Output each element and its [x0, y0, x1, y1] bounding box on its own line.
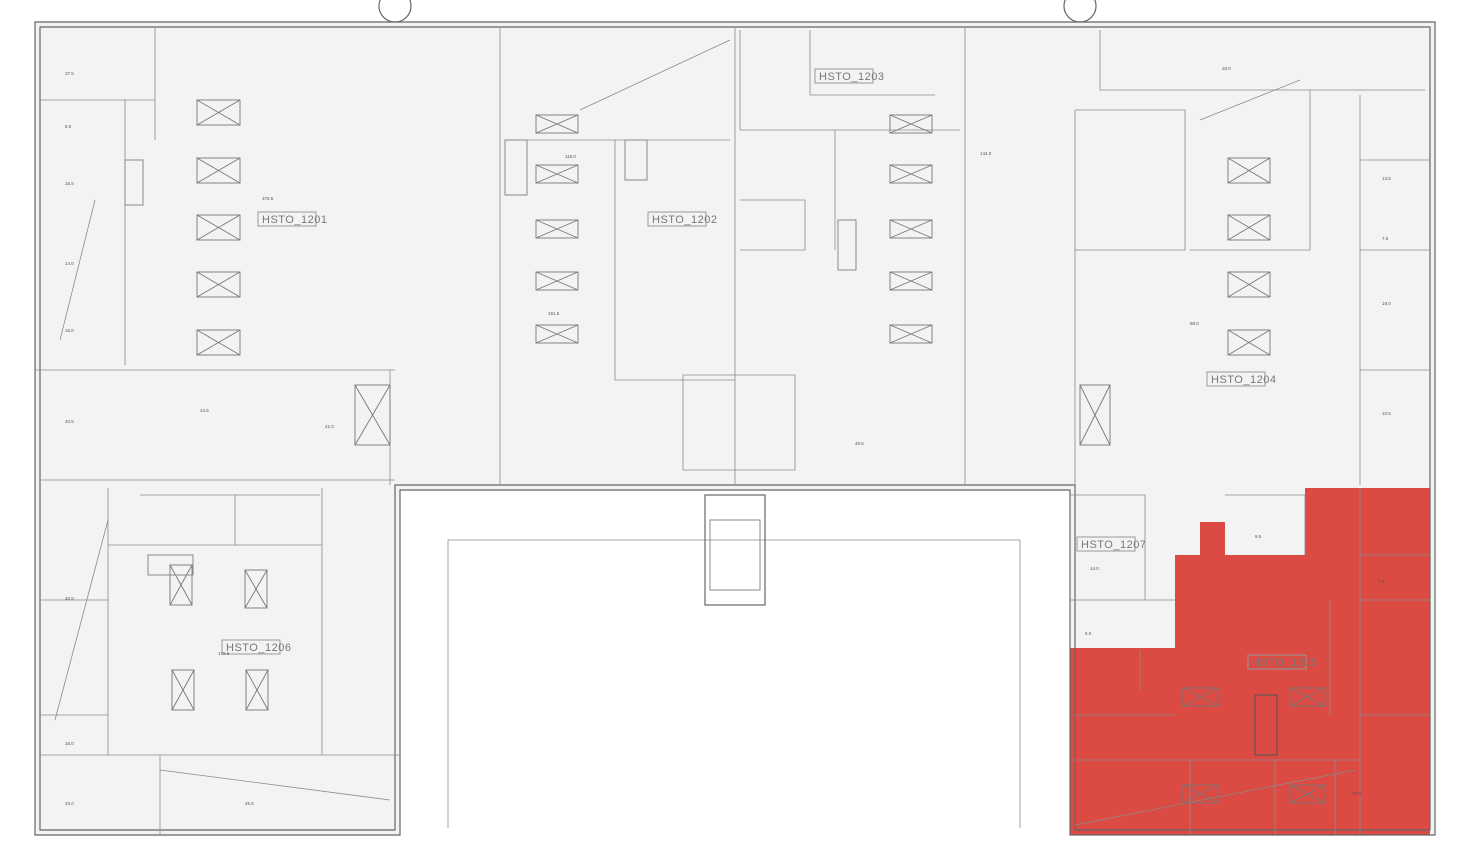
room-area: 10.5 [1382, 411, 1391, 416]
room-area: 16.0 [65, 328, 74, 333]
room-area: 7.5 [1378, 579, 1385, 584]
room-area: 24.5 [200, 408, 209, 413]
room-area: 378.5 [262, 196, 274, 201]
room-area: 16.0 [65, 741, 74, 746]
room-area: 179.0 [218, 651, 230, 656]
room-area: 5.0 [1085, 631, 1092, 636]
room-area: 40.5 [65, 596, 74, 601]
room-area: 191.5 [548, 311, 560, 316]
room-area: 98.0 [1190, 321, 1199, 326]
room-area: 49.5 [855, 441, 864, 446]
room-area: 33.0 [65, 801, 74, 806]
room-area: 7.5 [1382, 236, 1389, 241]
room-area: 37.5 [65, 71, 74, 76]
courtyard [400, 490, 1070, 835]
room-area: 14.0 [65, 261, 74, 266]
room-area: 13.5 [1382, 176, 1391, 181]
room-area: 15.5 [65, 181, 74, 186]
room-area: 19.0 [1382, 301, 1391, 306]
zone-label[interactable]: HSTO_1202 [652, 214, 717, 226]
room-area: 8.0 [65, 124, 72, 129]
zone-label[interactable]: HSTO_1203 [819, 71, 884, 83]
room-area: 28.0 [1222, 66, 1231, 71]
zone-label[interactable]: HSTO_1207 [1081, 539, 1146, 551]
room-area: 144.0 [980, 151, 992, 156]
room-area: 14.0 [1090, 566, 1099, 571]
room-area: 21.0 [325, 424, 334, 429]
zone-label[interactable]: HSTO_1204 [1211, 374, 1276, 386]
spiral-stair-icon [379, 0, 411, 22]
room-area: 40.5 [65, 419, 74, 424]
zone-label[interactable]: HSTO_1205 [1252, 657, 1317, 669]
zone-label[interactable]: HSTO_1206 [226, 642, 291, 654]
zone-label[interactable]: HSTO_1201 [262, 214, 327, 226]
room-area: 9.5 [1255, 534, 1262, 539]
spiral-stair-icon [1064, 0, 1096, 22]
room-area: 118.0 [565, 154, 576, 159]
room-area: 72.0 [1352, 791, 1361, 796]
room-area: 45.5 [245, 801, 254, 806]
